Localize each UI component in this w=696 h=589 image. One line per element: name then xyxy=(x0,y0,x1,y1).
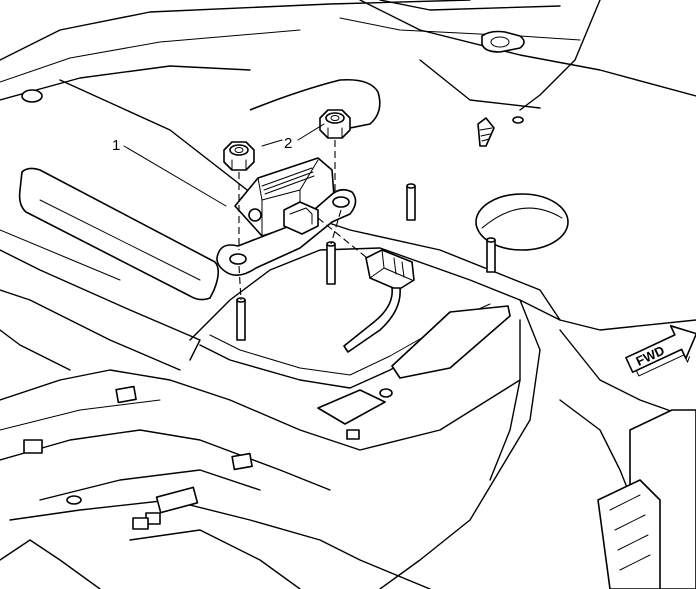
harness-connector xyxy=(343,249,415,353)
forward-direction-arrow: FWD xyxy=(625,325,696,377)
callout-1-label: 1 xyxy=(112,137,120,154)
callout-2-label: 2 xyxy=(284,135,292,152)
nut-right xyxy=(319,109,351,139)
nut-left xyxy=(223,141,255,171)
callouts: 1 2 xyxy=(112,123,325,207)
sensor-module-assembly xyxy=(216,78,381,276)
assembly-lines xyxy=(238,140,373,301)
